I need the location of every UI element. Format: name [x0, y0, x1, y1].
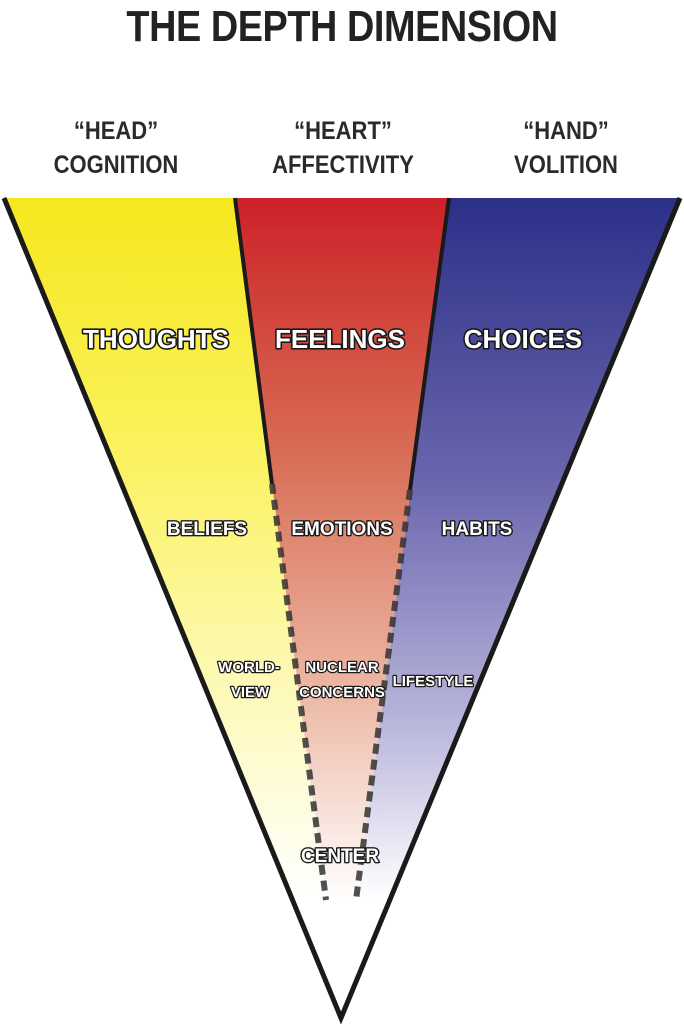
label-beliefs: BELIEFS — [167, 519, 247, 540]
label-lifestyle: LIFESTYLE — [393, 673, 474, 690]
column-header-hand-quote: “HAND” — [523, 117, 609, 145]
column-header-hand: “HAND” VOLITION — [478, 114, 654, 182]
heart-hand-divider-dashed — [353, 489, 413, 901]
column-header-head: “HEAD” COGNITION — [28, 114, 204, 182]
label-habits: HABITS — [442, 519, 513, 540]
label-worldview-line2: VIEW — [231, 684, 270, 701]
heart-hand-divider — [408, 197, 451, 491]
column-header-heart-quote: “HEART” — [294, 117, 392, 145]
label-emotions: EMOTIONS — [291, 519, 392, 540]
page-title: THE DEPTH DIMENSION — [126, 2, 558, 51]
column-header-heart-faculty: AFFECTIVITY — [272, 151, 414, 179]
column-header-heart: “HEART” AFFECTIVITY — [255, 114, 431, 182]
label-nuclear-concerns-line1: NUCLEAR — [305, 659, 378, 676]
head-heart-divider — [233, 197, 274, 485]
head-heart-divider-dashed — [269, 483, 329, 901]
label-choices: CHOICES — [464, 324, 582, 354]
label-nuclear-concerns-line2: CONCERNS — [299, 684, 385, 701]
label-worldview-line1: WORLD- — [218, 659, 280, 676]
triangle-outline — [1, 197, 683, 1024]
label-center: CENTER — [301, 846, 379, 867]
label-thoughts: THOUGHTS — [83, 324, 229, 354]
label-feelings: FEELINGS — [275, 324, 405, 354]
column-header-hand-faculty: VOLITION — [514, 151, 618, 179]
heart-segment — [235, 198, 449, 1018]
column-header-head-faculty: COGNITION — [53, 151, 179, 179]
column-header-head-quote: “HEAD” — [73, 117, 159, 145]
